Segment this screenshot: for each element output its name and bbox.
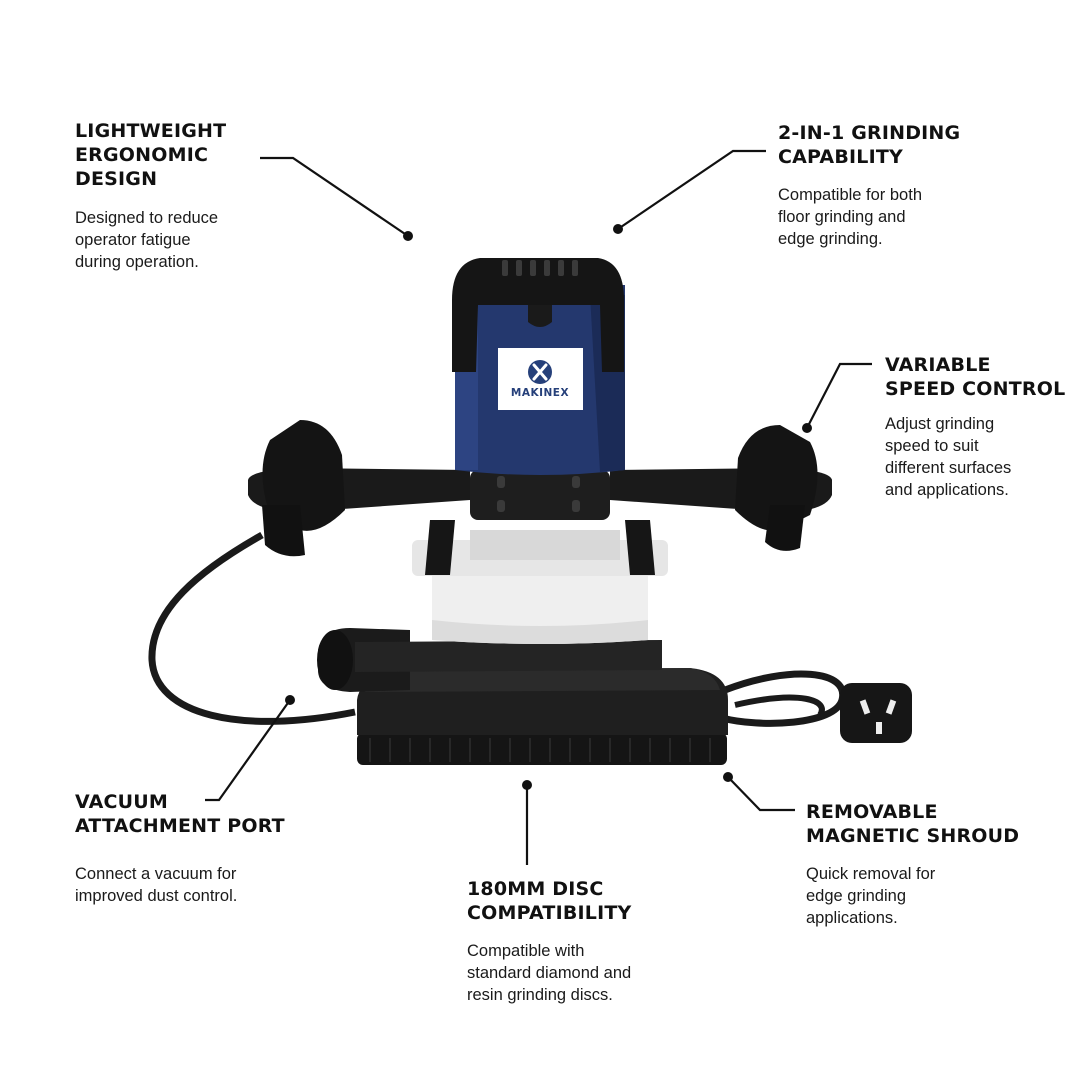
spindle-collar — [432, 560, 648, 644]
feature-2in1-grinding: 2-IN-1 GRINDING CAPABILITY Compatible fo… — [778, 121, 960, 250]
feature-magnetic-shroud: REMOVABLE MAGNETIC SHROUD Quick removal … — [806, 800, 1019, 929]
motor-top-cap — [452, 258, 624, 372]
feature-variable-speed: VARIABLE SPEED CONTROL Adjust grinding s… — [885, 353, 1065, 501]
brush-skirt — [357, 733, 727, 765]
feature-title: 2-IN-1 GRINDING CAPABILITY — [778, 122, 961, 168]
power-cord — [148, 531, 356, 725]
handle-clamp — [470, 470, 610, 520]
feature-vacuum-port: VACUUM ATTACHMENT PORT Connect a vacuum … — [75, 790, 285, 907]
right-handle — [610, 425, 832, 575]
speed-dial — [528, 305, 552, 327]
feature-title: LIGHTWEIGHT ERGONOMIC DESIGN — [75, 120, 227, 190]
left-handle — [248, 420, 470, 575]
feature-description: Compatible for both floor grinding and e… — [778, 186, 922, 248]
feature-lightweight: LIGHTWEIGHT ERGONOMIC DESIGN Designed to… — [75, 119, 226, 273]
brand-logo-text: MAKINEX — [510, 387, 570, 399]
feature-title: VACUUM ATTACHMENT PORT — [75, 791, 285, 837]
feature-description: Compatible with standard diamond and res… — [467, 942, 632, 1004]
makinex-logo-icon — [528, 360, 552, 384]
feature-description: Quick removal for edge grinding applicat… — [806, 865, 936, 927]
feature-title: 180MM DISC COMPATIBILITY — [467, 878, 632, 924]
gear-housing — [355, 640, 662, 672]
feature-title: VARIABLE SPEED CONTROL — [885, 354, 1066, 400]
feature-description: Connect a vacuum for improved dust contr… — [75, 865, 238, 905]
feature-disc-compatibility: 180MM DISC COMPATIBILITY Compatible with… — [467, 877, 632, 1006]
plug-icon — [840, 683, 912, 743]
feature-title: REMOVABLE MAGNETIC SHROUD — [806, 801, 1020, 847]
feature-description: Adjust grinding speed to suit different … — [885, 415, 1012, 499]
feature-description: Designed to reduce operator fatigue duri… — [75, 209, 219, 271]
